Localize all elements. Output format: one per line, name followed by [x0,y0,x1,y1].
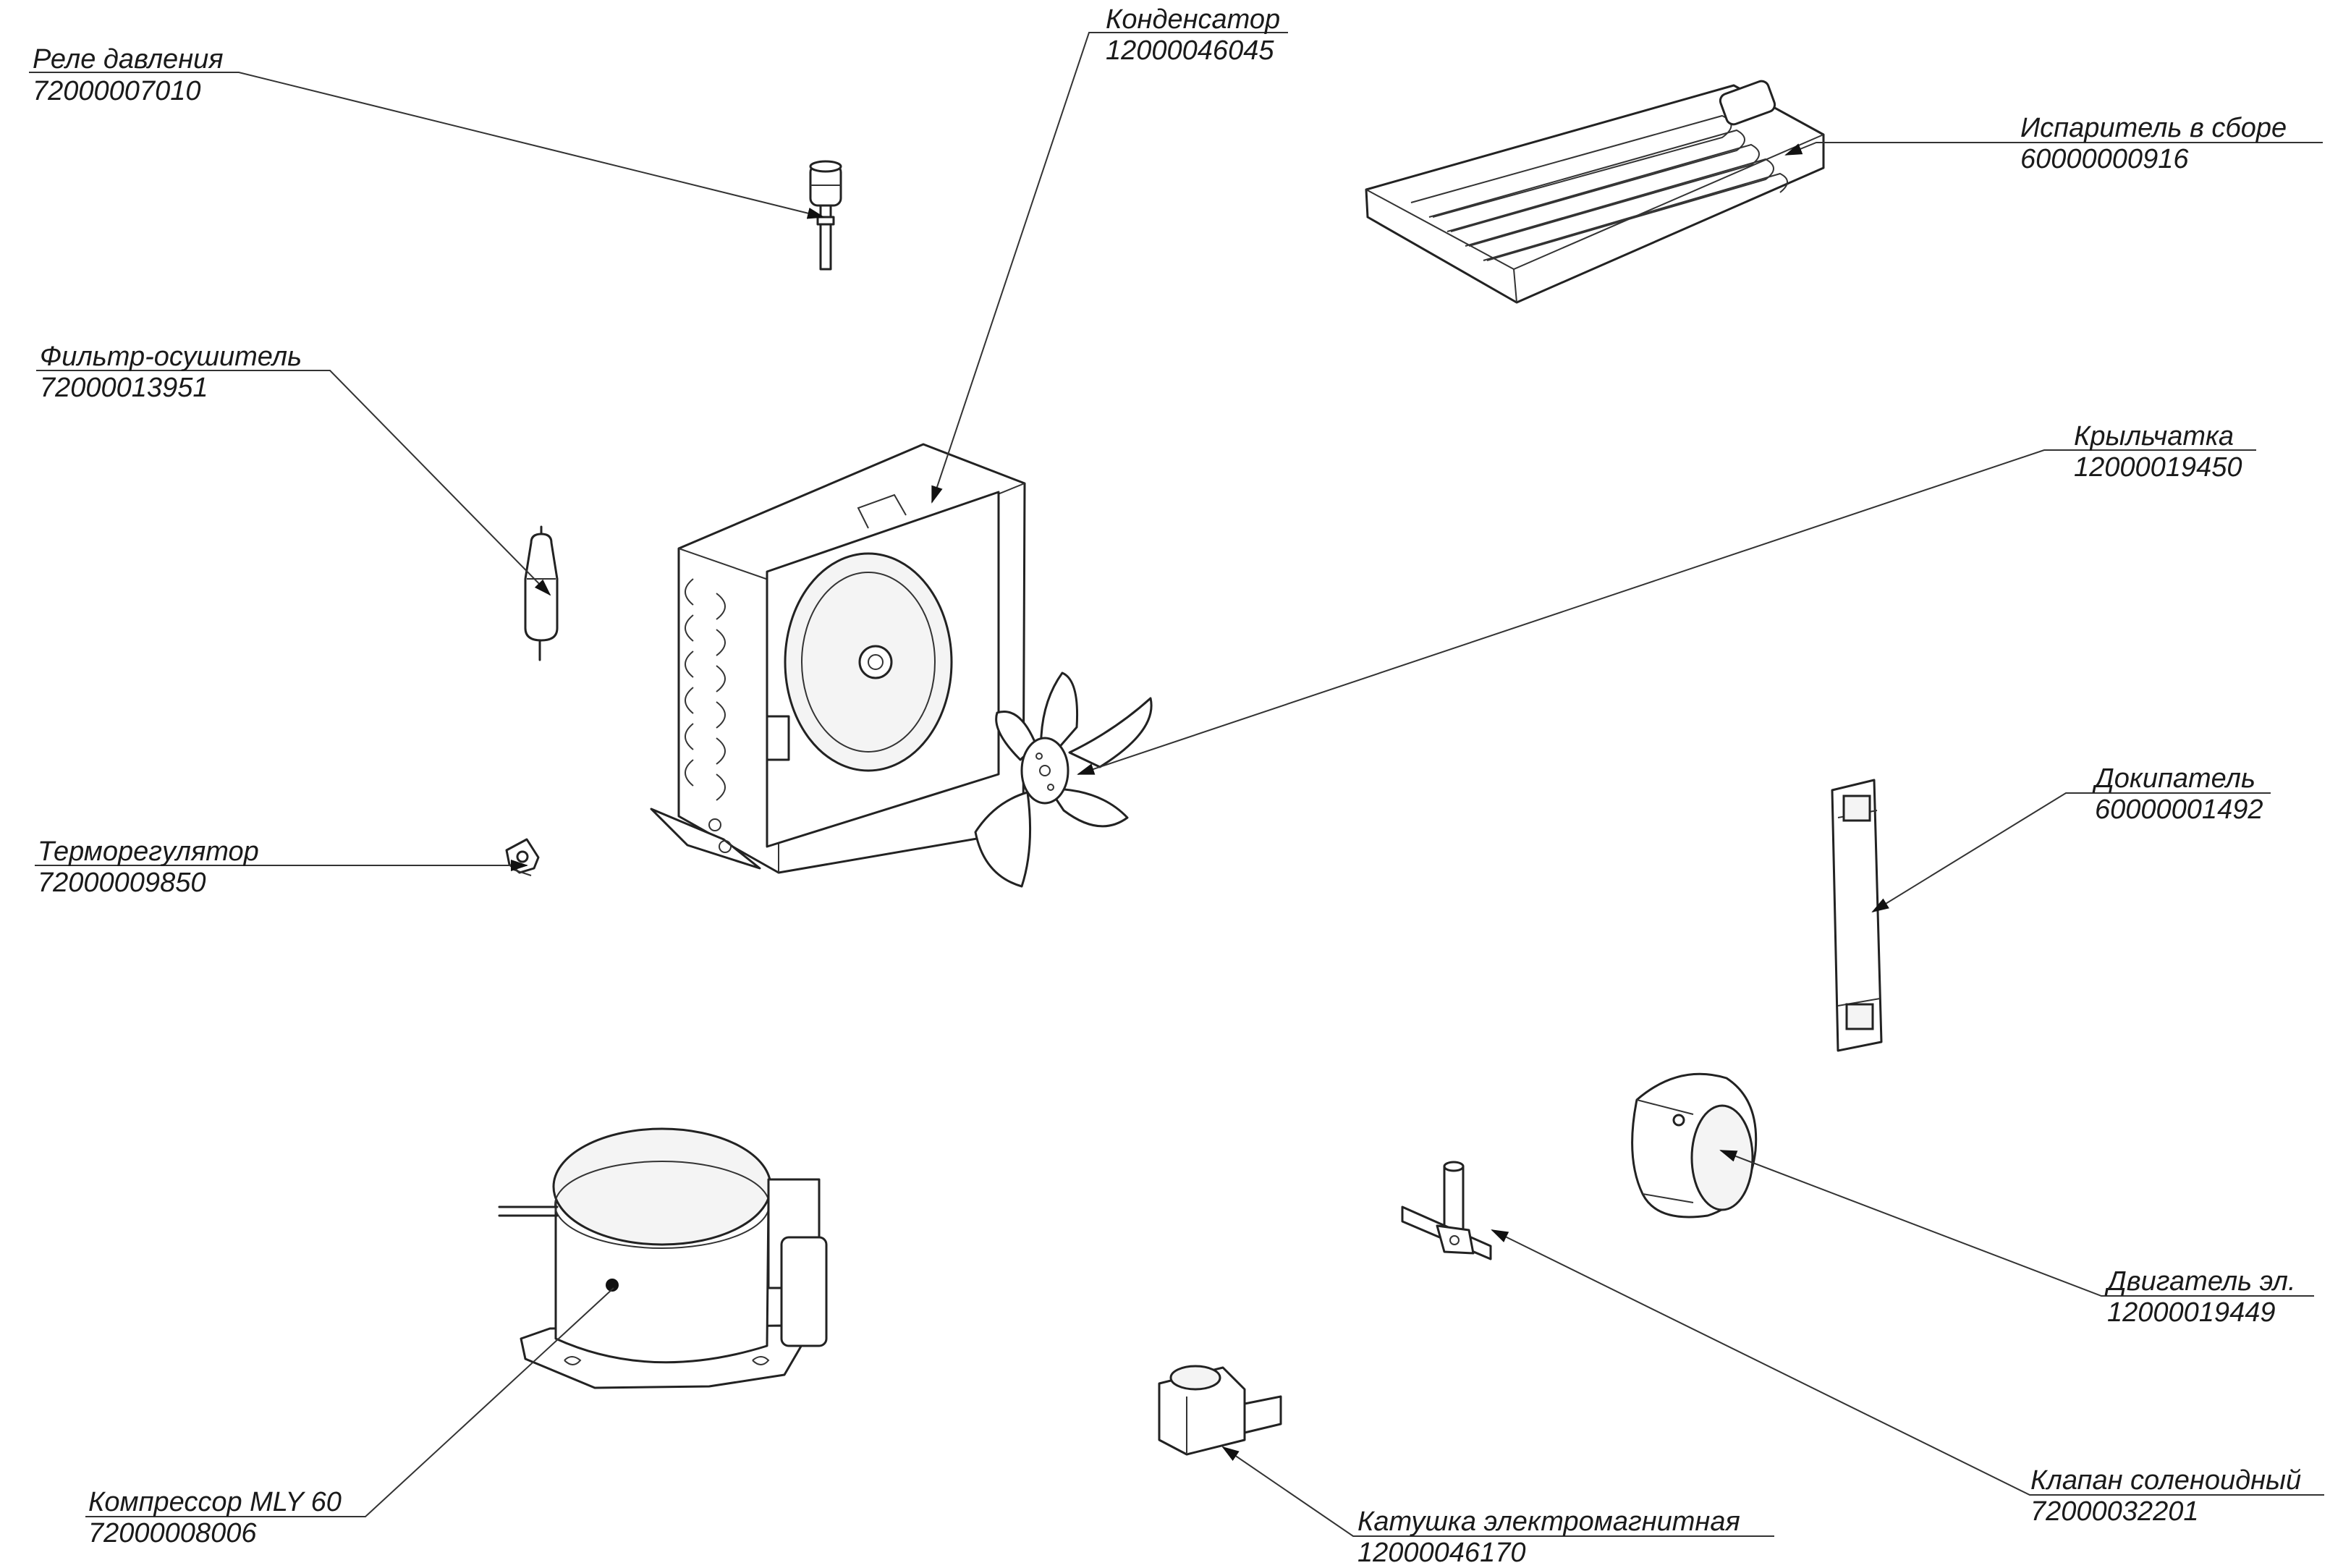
coil-label: Катушка электромагнитная [1357,1506,1740,1537]
solenoid-valve-code: 72000032201 [2030,1496,2198,1527]
impeller-code: 12000019450 [2074,452,2242,483]
impeller-drawing [974,671,1153,888]
condenser-drawing [650,443,1026,874]
motor-drawing [1631,1072,1758,1219]
heater-code: 60000001492 [2095,794,2263,825]
motor-label: Двигатель эл. [2104,1266,2296,1297]
compressor-label: Компрессор MLY 60 [88,1487,342,1517]
impeller-label: Крыльчатка [2074,421,2234,452]
filter-drier-code: 72000013951 [40,373,208,403]
heater-drawing [1831,779,1883,1052]
solenoid-valve-drawing [1401,1161,1492,1260]
evaporator-code: 60000000916 [2020,144,2189,174]
filter-drier-drawing [524,525,559,661]
motor-code: 12000019449 [2107,1297,2275,1328]
coil-drawing [1158,1365,1282,1456]
condenser-label: Конденсатор [1106,4,1280,35]
compressor-code: 72000008006 [88,1518,257,1548]
thermostat-label: Терморегулятор [38,836,259,867]
evaporator-drawing [1365,80,1825,304]
pressure-relay-code: 72000007010 [33,76,200,106]
solenoid-valve-label: Клапан соленоидный [2030,1465,2301,1496]
heater-label: Докипатель [2092,763,2255,794]
coil-code: 12000046170 [1357,1538,1525,1568]
evaporator-label: Испаритель в сборе [2020,113,2287,143]
pressure-relay-label: Реле давления [33,44,224,75]
thermostat-code: 72000009850 [38,868,206,898]
pressure-relay-drawing [809,160,842,271]
condenser-code: 12000046045 [1106,35,1274,66]
leader-lines [29,32,2324,1537]
thermostat-drawing [505,838,540,876]
filter-drier-label: Фильтр-осушитель [40,342,302,372]
compressor-drawing [498,1127,828,1389]
